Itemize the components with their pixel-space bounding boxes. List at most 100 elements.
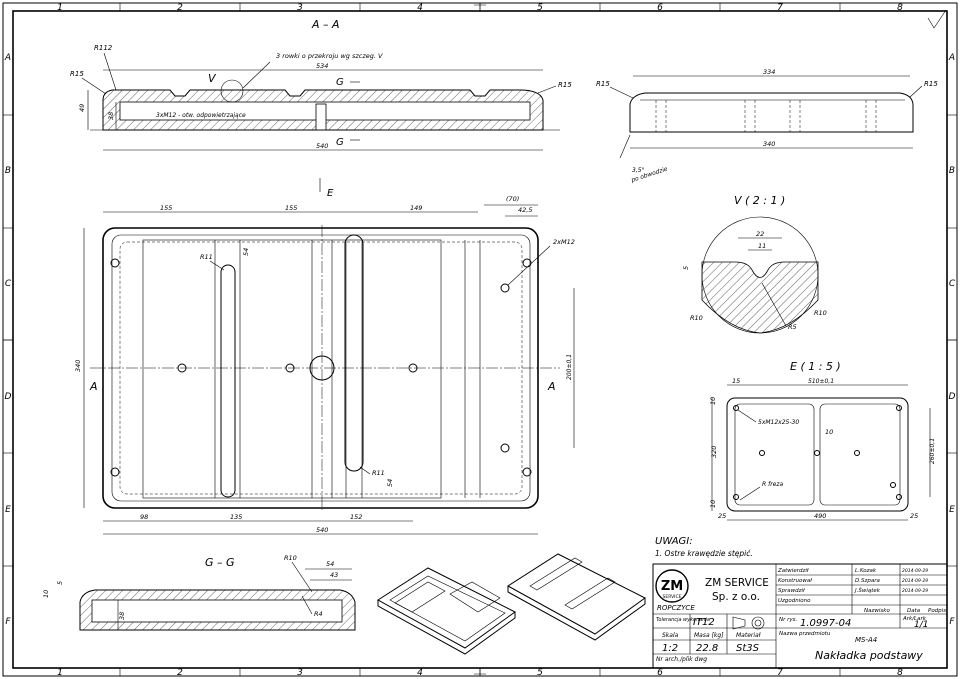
col-label-2: 2 <box>177 3 183 13</box>
r15-label-left: R15 <box>70 70 84 78</box>
dim-11: 11 <box>758 242 766 250</box>
r10-gg: R10 <box>284 554 297 562</box>
dim-320: 320 <box>710 446 718 458</box>
row-label-a-right: A <box>948 53 955 63</box>
r5: R5 <box>788 323 797 331</box>
col-label-4-bottom: 4 <box>417 668 423 678</box>
col-label-1: 1 <box>57 3 63 13</box>
dim-70: (70) <box>506 195 519 203</box>
dim-260: 260±0,1 <box>929 438 936 464</box>
col-label-4: 4 <box>417 3 423 13</box>
row-label-e: E <box>5 505 11 515</box>
row-label-f-right: F <box>949 617 955 627</box>
date-2: 2014-09-29 <box>902 578 928 584</box>
projection-symbol <box>732 616 765 630</box>
dim-540-aa: 540 <box>316 142 328 150</box>
mass-label: Masa [kg] <box>694 632 724 639</box>
name-2: D.Szpara <box>855 578 880 584</box>
r15-side-right: R15 <box>924 80 938 88</box>
col-date: Data <box>907 608 921 614</box>
r11-top: R11 <box>200 253 213 261</box>
date-3: 2014-09-29 <box>902 588 928 594</box>
row-label-e-right: E <box>949 505 955 515</box>
role-2: Konstruował <box>778 578 812 584</box>
e-view-marker: E <box>327 188 334 199</box>
col-label-5: 5 <box>537 3 543 13</box>
name-1: L.Kozak <box>855 568 877 574</box>
detail-e-title: E ( 1 : 5 ) <box>790 360 841 373</box>
dim-54-bottom: 54 <box>386 479 394 487</box>
dim-155-a: 155 <box>160 204 172 212</box>
file-label: Nr arch./plik dwg <box>656 656 707 663</box>
detail-v-title: V ( 2 : 1 ) <box>734 194 785 207</box>
dim-38-gg: 38 <box>118 612 126 620</box>
tolerance-value: IT12 <box>693 617 715 628</box>
dim-98: 98 <box>140 513 148 521</box>
row-label-b-right: B <box>949 166 955 176</box>
row-label-a: A <box>4 53 11 63</box>
scale-value: 1:2 <box>662 643 678 654</box>
dim-22: 22 <box>756 230 764 238</box>
dim-10-bot: 10 <box>709 500 717 508</box>
plan-view: E A A 155 155 149 (70) 42,5 2xM12 R11 54… <box>74 178 575 535</box>
col-label-7: 7 <box>777 3 783 13</box>
dim-5-gg: 5 <box>56 581 64 585</box>
g-marker-bottom: G <box>336 137 344 148</box>
company-city: ROPCZYCE <box>657 604 695 612</box>
a-marker-right: A <box>547 380 556 393</box>
surface-finish-symbol <box>927 9 947 29</box>
dim-25-right: 25 <box>910 512 918 520</box>
dim-10-gg: 10 <box>42 590 50 598</box>
thread-2xm12: 2xM12 <box>553 238 575 246</box>
col-label-3-bottom: 3 <box>297 668 303 678</box>
dim-510: 510±0,1 <box>808 378 834 385</box>
r10-left: R10 <box>690 314 703 322</box>
section-g-g-title: G – G <box>205 556 235 569</box>
row-label-c-right: C <box>949 279 956 289</box>
col-label-7-bottom: 7 <box>777 668 783 678</box>
mass-value: 22.8 <box>696 643 718 654</box>
dim-540-plan: 540 <box>316 526 328 534</box>
dim-490: 490 <box>814 512 826 520</box>
detail-v-marker <box>220 79 244 103</box>
dim-54-top: 54 <box>242 248 250 256</box>
side-view: 334 340 R15 R15 3,5° po obwodzie <box>596 68 938 184</box>
col-name: Nazwisko <box>864 608 890 614</box>
grooves-note: 3 rowki o przekroju wg szczeg. V <box>276 52 383 60</box>
chamfer-angle: 3,5° <box>632 167 645 174</box>
detail-e: E ( 1 : 5 ) 510±0,1 15 10 5xM12x25-30 10… <box>709 360 936 521</box>
dim-334: 334 <box>763 68 775 76</box>
scale-label: Skala <box>662 632 679 639</box>
sheet-value: 1/1 <box>914 620 928 630</box>
dim-54-gg: 54 <box>326 560 334 568</box>
col-label-3: 3 <box>297 3 303 13</box>
r15-side-left: R15 <box>596 80 610 88</box>
dim-38-aa: 38 <box>107 112 115 120</box>
dim-5-v: 5 <box>682 266 690 270</box>
dim-49: 49 <box>78 104 86 112</box>
material-value: St3S <box>736 643 760 654</box>
dim-534: 534 <box>316 62 328 70</box>
logo-zm: ZM <box>661 579 683 594</box>
role-4: Uzgodniono <box>778 598 811 604</box>
company-name: ZM SERVICE <box>705 577 769 589</box>
role-3: Sprawdził <box>778 588 805 594</box>
r10-right: R10 <box>814 309 827 317</box>
dim-25-left: 25 <box>718 512 726 520</box>
dim-152: 152 <box>350 513 362 521</box>
company-name-2: Sp. z o.o. <box>712 591 760 603</box>
drawing-no-label: Nr rys. <box>779 617 798 623</box>
g-marker-top: G <box>336 77 344 88</box>
detail-v: V ( 2 : 1 ) 22 11 5 R10 R10 R5 <box>682 194 827 334</box>
item-label: Nazwa przedmiotu <box>779 631 831 637</box>
dim-10-e: 10 <box>825 428 833 436</box>
dim-43-gg: 43 <box>330 571 338 579</box>
row-label-b: B <box>5 166 11 176</box>
col-label-5-bottom: 5 <box>537 668 543 678</box>
col-label-6-bottom: 6 <box>657 668 663 678</box>
dim-10-top: 10 <box>709 397 717 405</box>
tolerance-label: Tolerancja wykonania <box>656 617 710 623</box>
dim-42-5: 42,5 <box>518 206 532 214</box>
sheet-label: Ark/Lark <box>902 616 927 622</box>
